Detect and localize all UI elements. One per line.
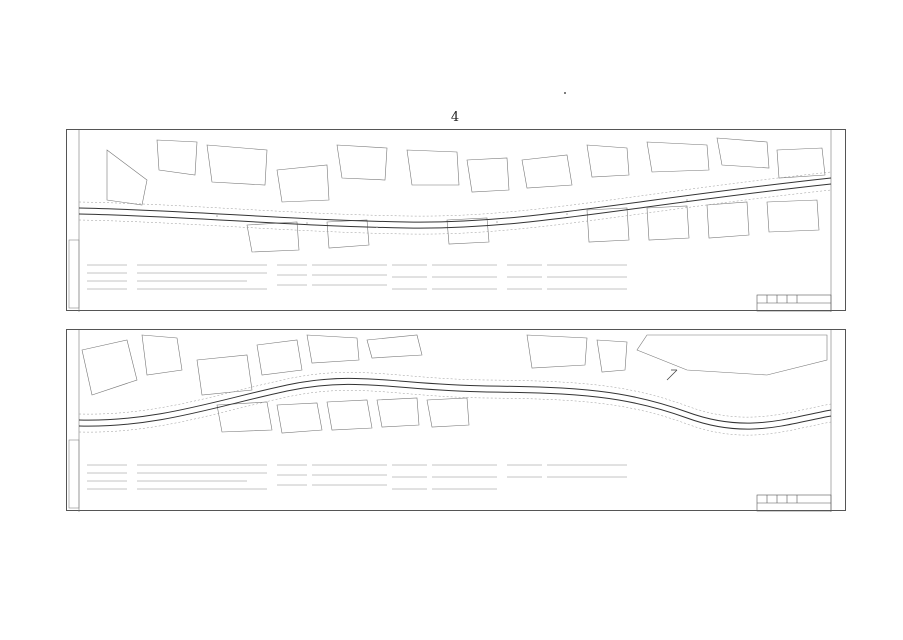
page-number: 4	[450, 110, 460, 125]
scan-speck	[564, 92, 566, 94]
drawing-sheet-1	[66, 129, 846, 312]
plan-drawing-2	[68, 330, 832, 512]
plan-drawing-1	[68, 130, 832, 312]
drawing-sheet-2	[66, 329, 846, 512]
